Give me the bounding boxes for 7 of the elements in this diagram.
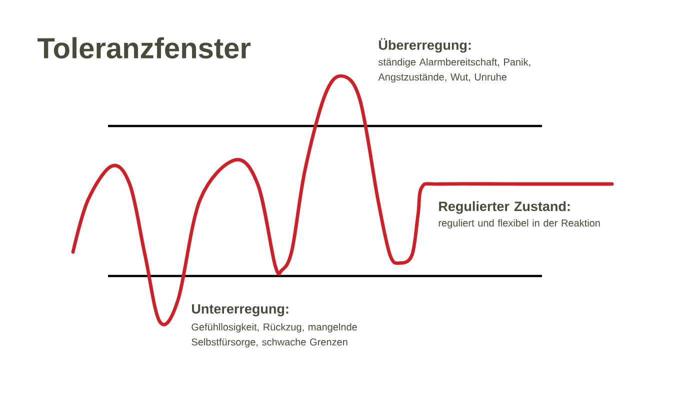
heading: Untererregung: (192, 304, 288, 316)
heading: Regulierter Zustand: (439, 201, 570, 214)
heading: Übererregung: (379, 38, 471, 53)
description: ständige Alarmbereitschaft, Panik, Angstzustände, Wut, Unruhe (378, 58, 530, 82)
description: reguliert und flexibel in der Reaktion (438, 219, 600, 228)
title: Toleranzfenster (38, 37, 251, 58)
description: Gefühllosigkeit, Rückzug, mangelnde Selbstfürsorge, schwache Grenzen (192, 323, 357, 348)
